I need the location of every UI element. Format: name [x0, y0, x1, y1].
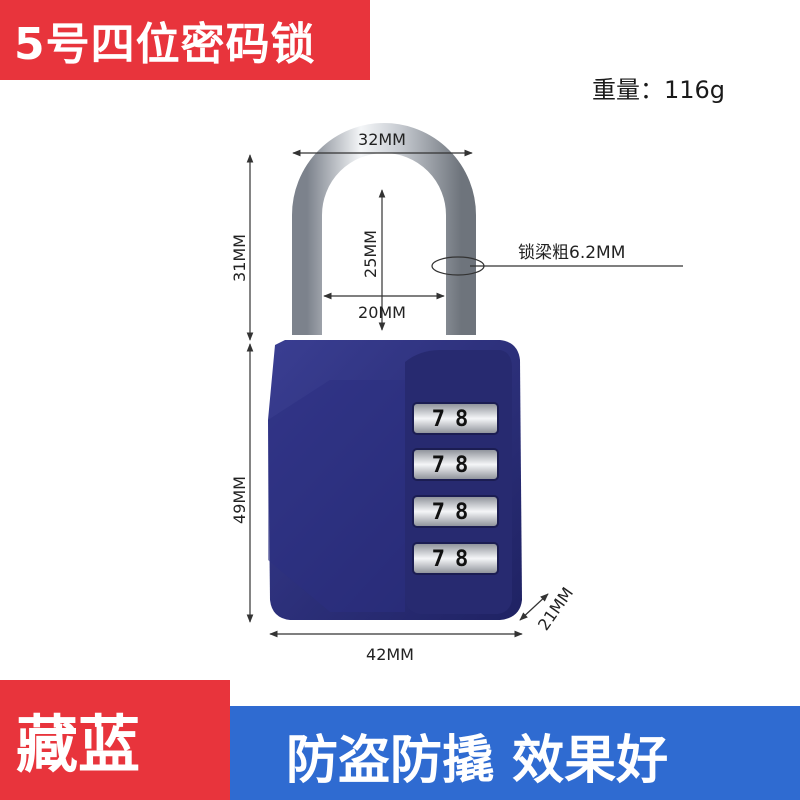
- dim-shackle-height-label: 31MM: [230, 234, 249, 282]
- dim-body-depth-line: [519, 593, 549, 621]
- dial-3-digits: 78: [432, 500, 479, 525]
- dim-top-width-label: 32MM: [358, 130, 406, 149]
- slogan-text: 防盗防撬 效果好: [286, 731, 669, 791]
- dial-2-digits: 78: [432, 453, 479, 478]
- dim-body-height-label: 49MM: [230, 476, 249, 524]
- color-banner: 藏蓝: [0, 680, 230, 800]
- product-title: 5号四位密码锁: [14, 19, 316, 70]
- color-name: 藏蓝: [16, 708, 141, 781]
- weight-label: 重量：116g: [592, 76, 726, 104]
- padlock-illustration: 78 78 78 78 32MM 31MM 25MM 20MM 锁梁粗6.2MM…: [230, 123, 683, 664]
- dim-shackle-thickness-label: 锁梁粗6.2MM: [518, 243, 625, 263]
- slogan-banner: 防盗防撬 效果好: [230, 706, 800, 800]
- title-banner: 5号四位密码锁: [0, 0, 370, 80]
- body-bevel: [268, 380, 405, 612]
- dial-4: 78: [412, 542, 499, 575]
- dim-inner-height-label: 25MM: [361, 230, 380, 278]
- dim-body-depth-label: 21MM: [534, 584, 577, 634]
- dial-3: 78: [412, 495, 499, 528]
- dial-1-digits: 78: [432, 407, 479, 432]
- dial-1: 78: [412, 402, 499, 435]
- dim-inner-width-label: 20MM: [358, 303, 406, 322]
- dial-4-digits: 78: [432, 547, 479, 572]
- dial-2: 78: [412, 448, 499, 481]
- dim-body-width-label: 42MM: [366, 645, 414, 664]
- shackle: [292, 123, 476, 335]
